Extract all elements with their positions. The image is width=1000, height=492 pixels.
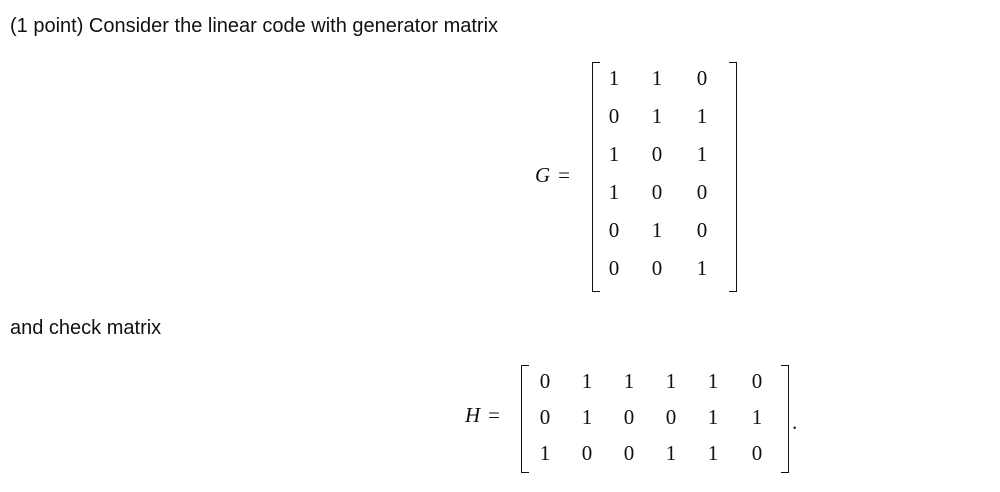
generator-matrix-left-bracket	[592, 62, 600, 292]
g-matrix-entry: 1	[696, 142, 708, 166]
h-matrix-entry: 0	[581, 441, 593, 465]
h-matrix-entry: 1	[665, 369, 677, 393]
generator-matrix-symbol: G	[535, 163, 551, 187]
g-matrix-entry: 1	[696, 256, 708, 280]
check-matrix: 0 1 1 1 1 0 0 1 0 0 1 1 1 0 0 1 1 0	[521, 365, 789, 473]
h-matrix-entry: 1	[751, 405, 763, 429]
g-matrix-entry: 0	[608, 104, 620, 128]
h-matrix-entry: 1	[665, 441, 677, 465]
h-matrix-entry: 0	[665, 405, 677, 429]
generator-matrix: 1 1 0 0 1 1 1 0 1 1 0 0 0 1 0 0 0 1	[592, 62, 737, 292]
h-matrix-entry: 0	[751, 369, 763, 393]
g-matrix-entry: 0	[696, 218, 708, 242]
check-equals-sign: =	[488, 403, 501, 427]
g-matrix-entry: 0	[608, 218, 620, 242]
h-matrix-entry: 0	[623, 441, 635, 465]
h-matrix-entry: 1	[707, 441, 719, 465]
g-matrix-entry: 1	[608, 180, 620, 204]
check-matrix-lhs: H=	[465, 403, 500, 428]
generator-equals-sign: =	[558, 163, 571, 187]
g-matrix-entry: 0	[651, 256, 663, 280]
problem-intro-text: (1 point) Consider the linear code with …	[10, 15, 499, 37]
check-matrix-right-bracket	[781, 365, 789, 473]
g-matrix-entry: 0	[651, 142, 663, 166]
generator-matrix-right-bracket	[729, 62, 737, 292]
g-matrix-entry: 0	[696, 66, 708, 90]
g-matrix-entry: 0	[696, 180, 708, 204]
g-matrix-entry: 1	[608, 142, 620, 166]
h-matrix-entry: 1	[623, 369, 635, 393]
check-matrix-symbol: H	[465, 403, 481, 427]
generator-matrix-lhs: G=	[535, 163, 570, 188]
h-matrix-entry: 0	[539, 369, 551, 393]
g-matrix-entry: 0	[608, 256, 620, 280]
h-matrix-entry: 1	[539, 441, 551, 465]
g-matrix-entry: 1	[696, 104, 708, 128]
h-matrix-entry: 1	[707, 369, 719, 393]
g-matrix-entry: 1	[651, 218, 663, 242]
g-matrix-entry: 0	[651, 180, 663, 204]
check-matrix-period: .	[792, 410, 798, 434]
g-matrix-entry: 1	[608, 66, 620, 90]
g-matrix-entry: 1	[651, 66, 663, 90]
g-matrix-entry: 1	[651, 104, 663, 128]
check-matrix-left-bracket	[521, 365, 529, 473]
h-matrix-entry: 1	[581, 369, 593, 393]
h-matrix-entry: 1	[581, 405, 593, 429]
h-matrix-entry: 0	[751, 441, 763, 465]
check-matrix-intro-text: and check matrix	[10, 317, 162, 339]
h-matrix-entry: 0	[539, 405, 551, 429]
h-matrix-entry: 1	[707, 405, 719, 429]
h-matrix-entry: 0	[623, 405, 635, 429]
